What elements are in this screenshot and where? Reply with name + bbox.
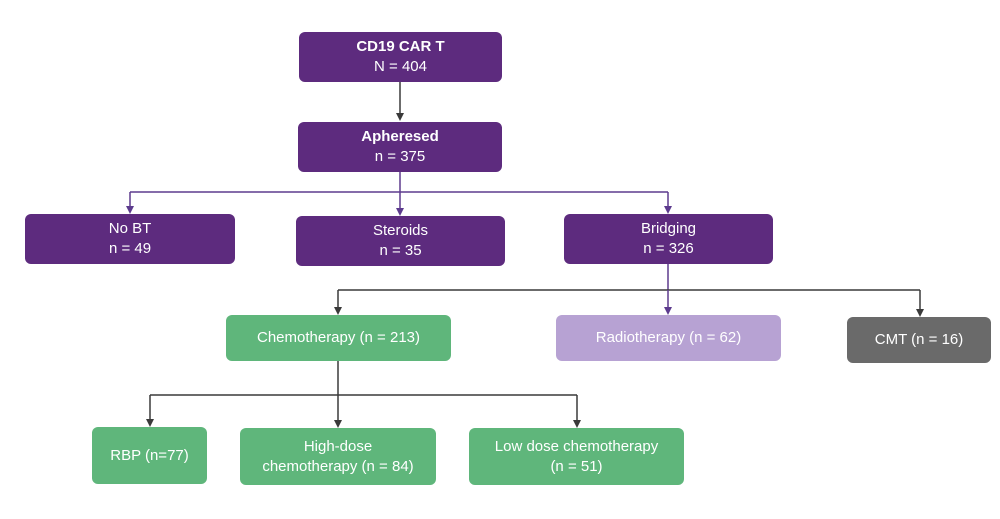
node-chemotherapy-label: Chemotherapy (n = 213) <box>256 329 420 346</box>
node-cd19-car-t-title: CD19 CAR T <box>356 38 445 55</box>
node-apheresed-title: Apheresed <box>361 128 439 145</box>
branch-bridging <box>334 264 924 317</box>
node-high-dose-chemotherapy: High-dose chemotherapy (n = 84) <box>240 428 436 485</box>
node-chemotherapy: Chemotherapy (n = 213) <box>226 315 451 361</box>
node-no-bt-title: No BT <box>108 220 152 237</box>
node-bridging-title: Bridging <box>640 220 697 237</box>
node-cmt: CMT (n = 16) <box>847 317 991 363</box>
node-cd19-car-t-count: N = 404 <box>374 58 427 75</box>
branch-chemotherapy <box>146 361 581 428</box>
node-cd19-car-t: CD19 CAR T N = 404 <box>299 32 502 82</box>
node-high-dose-line2: chemotherapy (n = 84) <box>262 457 414 475</box>
node-rbp-label: RBP (n=77) <box>110 446 189 464</box>
node-low-dose-line1: Low dose chemotherapy <box>494 437 659 455</box>
node-bridging: Bridging n = 326 <box>564 214 773 264</box>
node-steroids-count: n = 35 <box>379 242 422 259</box>
node-radiotherapy: Radiotherapy (n = 62) <box>556 315 781 361</box>
node-low-dose-line2: (n = 51) <box>550 457 603 475</box>
node-low-dose-chemotherapy: Low dose chemotherapy (n = 51) <box>469 428 684 485</box>
node-high-dose-line1: High-dose <box>303 437 373 455</box>
node-no-bt: No BT n = 49 <box>25 214 235 264</box>
node-radiotherapy-label: Radiotherapy (n = 62) <box>595 329 742 346</box>
node-apheresed: Apheresed n = 375 <box>298 122 502 172</box>
node-rbp: RBP (n=77) <box>92 427 207 484</box>
node-bridging-count: n = 326 <box>643 240 694 257</box>
branch-apheresed <box>126 172 672 216</box>
node-steroids: Steroids n = 35 <box>296 216 505 266</box>
node-apheresed-count: n = 375 <box>374 148 426 165</box>
node-cmt-label: CMT (n = 16) <box>874 331 964 348</box>
node-steroids-title: Steroids <box>372 222 429 239</box>
node-no-bt-count: n = 49 <box>108 240 152 257</box>
